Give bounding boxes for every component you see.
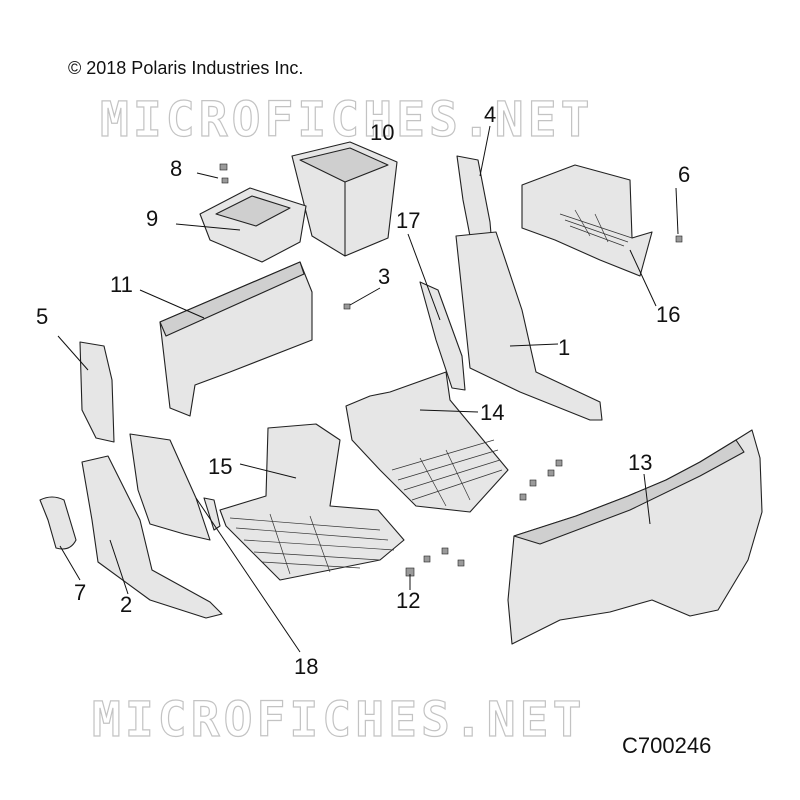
callout-6: 6: [678, 162, 690, 187]
callout-7: 7: [74, 580, 86, 605]
callout-14: 14: [480, 400, 504, 425]
callout-3: 3: [378, 264, 390, 289]
callout-5: 5: [36, 304, 48, 329]
callout-1: 1: [558, 335, 570, 360]
callout-16: 16: [656, 302, 680, 327]
copyright-text: © 2018 Polaris Industries Inc.: [68, 58, 304, 78]
part-12-fastener: [405, 459, 563, 577]
callout-11: 11: [110, 272, 133, 297]
part-5-left-pillar: [79, 341, 115, 443]
watermark-top: MICROFICHES.NET: [99, 91, 594, 148]
part-2-left-side-panel: [81, 455, 223, 619]
part-15-left-floor: [219, 423, 405, 581]
part-16-seat-base: [521, 164, 653, 277]
part-8-fastener: [219, 163, 229, 184]
diagram-id: C700246: [622, 733, 712, 758]
part-7-seat-pad: [39, 496, 77, 550]
callouts: 1 2 3 4 5 6 7 8 9 10 11 12 13 14 15 16 1…: [36, 102, 690, 679]
watermark-bottom: MICROFICHES.NET: [91, 691, 586, 748]
part-11-rear-panel: [159, 261, 313, 417]
callout-4: 4: [484, 102, 496, 127]
callout-18: 18: [294, 654, 318, 679]
callout-15: 15: [208, 454, 232, 479]
callout-9: 9: [146, 206, 158, 231]
part-6-fastener: [675, 235, 683, 243]
callout-2: 2: [120, 592, 132, 617]
leader-lines: [57, 125, 679, 653]
part-13-back-panel: [507, 429, 763, 645]
part-10-storage-bin: [291, 141, 398, 257]
callout-13: 13: [628, 450, 652, 475]
part-3-screw: [343, 303, 351, 310]
callout-12: 12: [396, 588, 420, 613]
part-18-kick-panel: [129, 433, 221, 541]
part-14-right-floor: [345, 371, 509, 513]
part-1-side-panel: [455, 231, 603, 421]
callout-17: 17: [396, 208, 420, 233]
part-9-tray: [199, 187, 307, 263]
callout-10: 10: [370, 120, 394, 145]
callout-8: 8: [170, 156, 182, 181]
part-17-inner-pillar: [419, 281, 466, 391]
